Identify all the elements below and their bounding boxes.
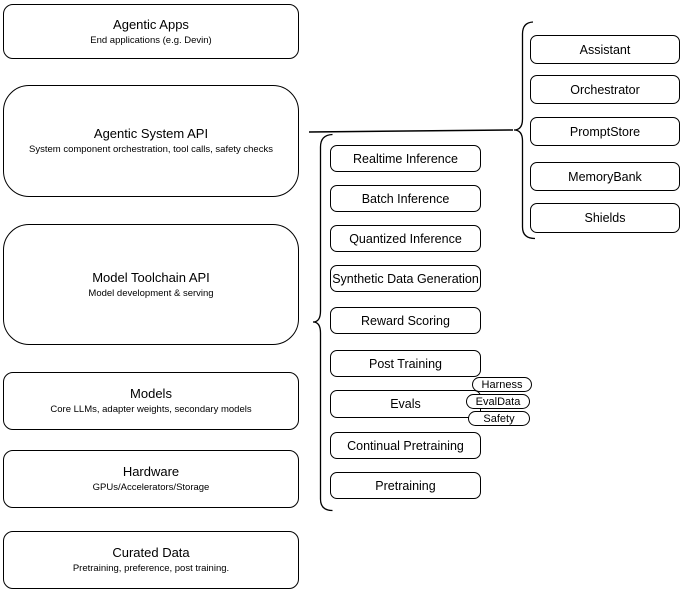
- box-title: Hardware: [122, 464, 180, 480]
- box-subtitle: Pretraining, preference, post training.: [72, 563, 230, 575]
- pill-harness: Harness: [472, 377, 532, 392]
- box-subtitle: Model development & serving: [88, 287, 214, 299]
- box-shields: Shields: [530, 203, 680, 233]
- box-subtitle: Core LLMs, adapter weights, secondary mo…: [50, 404, 252, 416]
- connector-line: [308, 129, 514, 133]
- box-title: Agentic Apps: [113, 16, 189, 32]
- middle-group-bracket: [312, 133, 333, 512]
- box-evals: Evals: [330, 390, 481, 418]
- box-post-training: Post Training: [330, 350, 481, 377]
- box-hardware: Hardware GPUs/Accelerators/Storage: [3, 450, 299, 508]
- box-memorybank: MemoryBank: [530, 162, 680, 191]
- box-quantized-inference: Quantized Inference: [330, 225, 481, 252]
- box-model-toolchain-api: Model Toolchain API Model development & …: [3, 224, 299, 345]
- box-batch-inference: Batch Inference: [330, 185, 481, 212]
- box-orchestrator: Orchestrator: [530, 75, 680, 104]
- box-subtitle: End applications (e.g. Devin): [90, 34, 212, 46]
- box-reward-scoring: Reward Scoring: [330, 307, 481, 334]
- box-agentic-system-api: Agentic System API System component orch…: [3, 85, 299, 197]
- pill-evaldata: EvalData: [466, 394, 530, 409]
- box-promptstore: PromptStore: [530, 117, 680, 146]
- box-title: Curated Data: [112, 545, 190, 561]
- pill-safety: Safety: [468, 411, 530, 426]
- box-pretraining: Pretraining: [330, 472, 481, 499]
- box-synthetic-data-generation: Synthetic Data Generation: [330, 265, 481, 292]
- box-title: Models: [130, 386, 172, 402]
- box-continual-pretraining: Continual Pretraining: [330, 432, 481, 459]
- box-assistant: Assistant: [530, 35, 680, 64]
- box-models: Models Core LLMs, adapter weights, secon…: [3, 372, 299, 430]
- right-group-bracket: [513, 21, 536, 240]
- box-title: Agentic System API: [93, 126, 209, 142]
- box-realtime-inference: Realtime Inference: [330, 145, 481, 172]
- box-title: Model Toolchain API: [92, 269, 210, 285]
- box-subtitle: GPUs/Accelerators/Storage: [92, 482, 210, 494]
- box-subtitle: System component orchestration, tool cal…: [29, 144, 273, 156]
- box-curated-data: Curated Data Pretraining, preference, po…: [3, 531, 299, 589]
- box-agentic-apps: Agentic Apps End applications (e.g. Devi…: [3, 4, 299, 59]
